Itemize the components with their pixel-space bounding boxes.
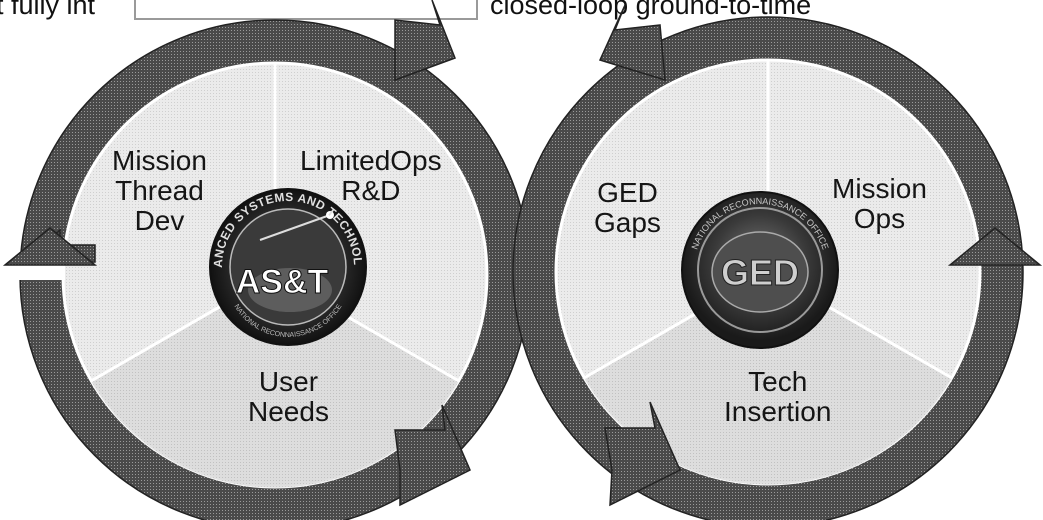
label-ged-gaps: GED Gaps xyxy=(594,178,661,238)
caption-right-fragment: closed-loop ground-to-time xyxy=(490,0,812,20)
right-arrowhead-northwest-icon xyxy=(598,4,666,82)
label-line: User xyxy=(258,366,319,397)
label-line: Ops xyxy=(853,203,906,234)
left-arrowhead-southeast-icon xyxy=(394,404,471,507)
ged-emblem-ring xyxy=(697,207,823,333)
label-line: Tech xyxy=(748,366,808,397)
label-mission-thread-dev: Mission Thread Dev xyxy=(112,146,207,236)
right-cycle: NATIONAL RECONNAISSANCE OFFICE GED xyxy=(512,4,1043,520)
right-arrowhead-southwest-icon xyxy=(604,401,681,507)
label-line: Insertion xyxy=(724,396,832,427)
right-arrowhead-east-icon xyxy=(947,227,1043,266)
caption-left-fragment: t fully int xyxy=(0,0,96,20)
caption-blank-box xyxy=(134,0,478,20)
left-arrowhead-northeast-icon xyxy=(394,0,456,82)
ast-emblem-satellite xyxy=(259,214,331,241)
ast-emblem-earth xyxy=(248,268,332,312)
top-caption: t fully int closed-loop ground-to-time xyxy=(0,0,1043,20)
label-line: Dev xyxy=(134,205,185,236)
label-line: Gaps xyxy=(594,207,661,238)
label-line: GED xyxy=(597,177,658,208)
ged-emblem-center-text: GED xyxy=(721,252,799,293)
label-line: R&D xyxy=(341,175,401,206)
label-line: Thread xyxy=(115,175,204,206)
ast-emblem-star xyxy=(326,211,334,219)
left-ring-gap-left xyxy=(3,262,65,280)
label-line: Needs xyxy=(248,396,329,427)
label-line: LimitedOps xyxy=(300,145,442,176)
label-line: Mission xyxy=(112,145,207,176)
ged-emblem-globe xyxy=(711,231,809,313)
label-limited-ops-rd: LimitedOps R&D xyxy=(300,146,442,206)
label-mission-ops: Mission Ops xyxy=(832,174,927,234)
label-tech-insertion: Tech Insertion xyxy=(724,367,831,427)
label-line: Mission xyxy=(832,173,927,204)
label-user-needs: User Needs xyxy=(248,367,329,427)
left-arrowhead-west-icon xyxy=(2,227,98,266)
left-cycle: ADVANCED SYSTEMS AND TECHNOLOGY NATIONAL… xyxy=(0,0,531,520)
ast-emblem-center-text: AS&T xyxy=(236,263,329,301)
